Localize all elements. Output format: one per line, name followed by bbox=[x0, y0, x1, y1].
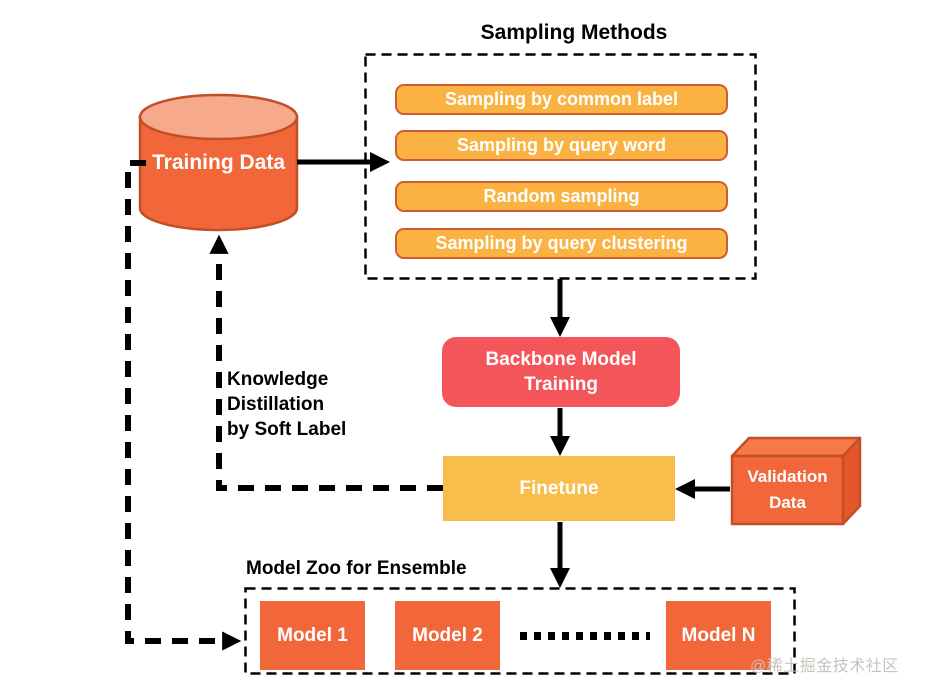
model-zoo-title: Model Zoo for Ensemble bbox=[246, 558, 467, 579]
sampling-methods-title: Sampling Methods bbox=[480, 21, 668, 44]
sampling-methods-group-box bbox=[364, 53, 757, 280]
sampling-method-query-clustering: Sampling by query clustering bbox=[395, 228, 728, 259]
watermark-text: @稀土掘金技术社区 bbox=[750, 658, 899, 675]
model-n-node: Model N bbox=[666, 601, 771, 670]
dashed-arrow-training-to-modelzoo bbox=[125, 160, 242, 651]
finetune-node: Finetune bbox=[443, 456, 675, 521]
model-2-node: Model 2 bbox=[395, 601, 500, 670]
knowledge-distillation-label: Knowledge Distillation by Soft Label bbox=[227, 369, 347, 440]
sampling-method-query-word: Sampling by query word bbox=[395, 130, 728, 161]
finetune-label: Finetune bbox=[519, 477, 599, 499]
backbone-model-training-node: Backbone Model Training bbox=[442, 337, 680, 407]
dashed-arrow-finetune-to-training bbox=[209, 234, 443, 491]
training-data-label: Training Data bbox=[151, 150, 286, 174]
backbone-model-training-label: Backbone Model Training bbox=[485, 349, 637, 395]
training-data-cylinder bbox=[138, 93, 299, 232]
sampling-method-random: Random sampling bbox=[395, 181, 728, 212]
validation-data-3d-box bbox=[730, 436, 862, 526]
model-1-node: Model 1 bbox=[260, 601, 365, 670]
model-zoo-group-box bbox=[244, 587, 796, 675]
sampling-method-common-label: Sampling by common label bbox=[395, 84, 728, 115]
validation-data-label: Validation Data bbox=[747, 467, 828, 512]
